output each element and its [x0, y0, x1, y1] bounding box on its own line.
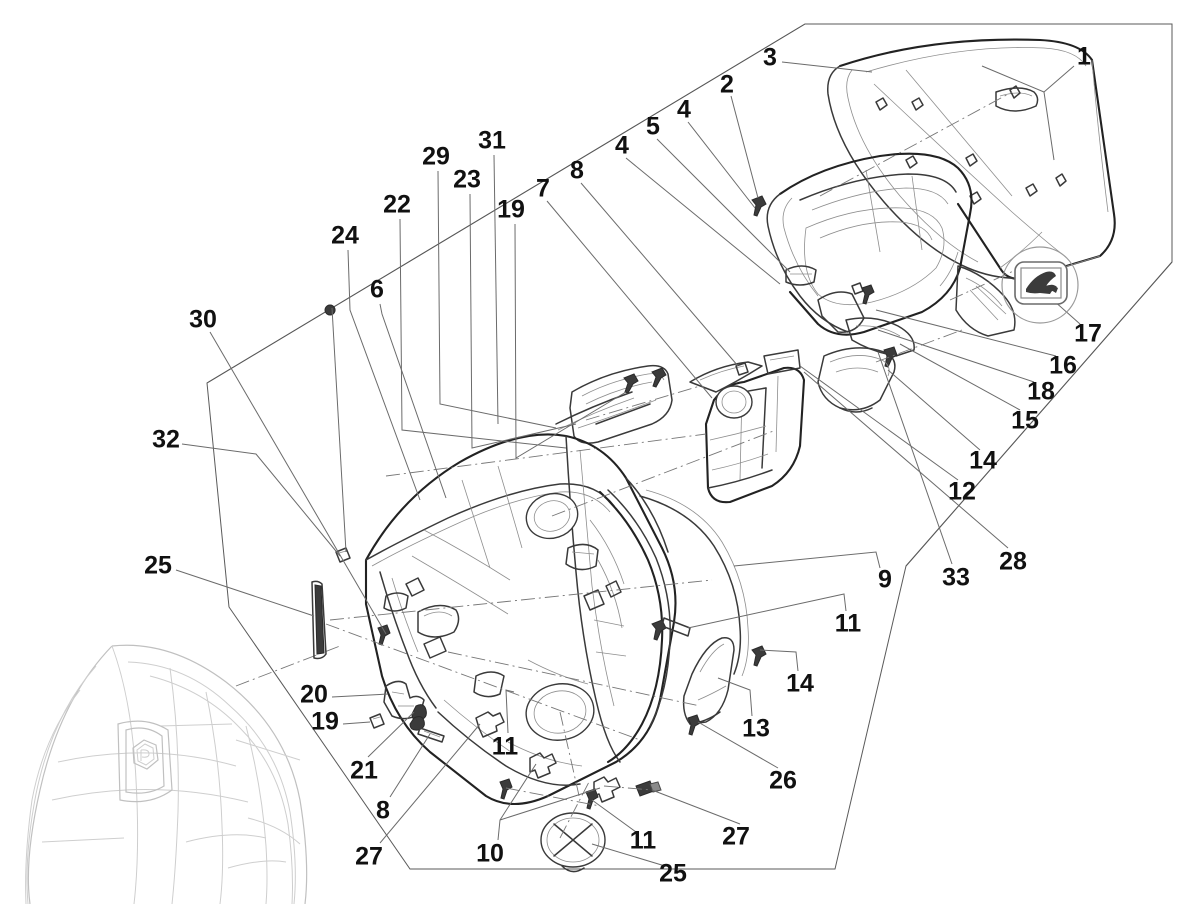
callout-label-11: 11 — [834, 609, 862, 638]
callout-label-6: 6 — [370, 275, 384, 304]
callout-label-9: 9 — [878, 565, 892, 594]
callout-label-28: 28 — [999, 547, 1027, 576]
callout-label-18: 18 — [1027, 377, 1055, 406]
callout-label-10: 10 — [476, 839, 504, 868]
callout-label-23: 23 — [453, 165, 481, 194]
callout-label-27: 27 — [722, 822, 750, 851]
callout-label-25: 25 — [659, 859, 687, 888]
callout-label-31: 31 — [478, 126, 506, 155]
callout-label-19: 19 — [497, 195, 525, 224]
callout-label-26: 26 — [769, 766, 797, 795]
callout-label-8: 8 — [570, 156, 584, 185]
callout-label-27: 27 — [355, 842, 383, 871]
callout-label-12: 12 — [948, 477, 976, 506]
part-14-cup-holder — [817, 347, 896, 413]
diagram-boundary-polygon — [206, 23, 1173, 870]
callout-label-11: 11 — [491, 732, 519, 761]
part-11-screws — [651, 617, 691, 641]
part-32-clip — [335, 547, 351, 563]
part-3-compartment-liner — [766, 152, 1016, 337]
callout-label-15: 15 — [1011, 406, 1039, 435]
detail-circle-17 — [1001, 246, 1079, 324]
callout-label-30: 30 — [189, 305, 217, 334]
callout-label-14: 14 — [969, 446, 997, 475]
fasteners-bottom — [499, 645, 767, 873]
callout-label-4: 4 — [677, 95, 691, 124]
part-25-seal-strip — [311, 580, 327, 660]
part-30-screw — [377, 624, 391, 646]
callout-label-2: 2 — [720, 70, 734, 99]
callout-label-16: 16 — [1049, 351, 1077, 380]
parts-20-19-21-8-bottomleft — [369, 680, 505, 743]
part-12-storage-pocket — [689, 349, 806, 504]
callout-label-29: 29 — [422, 142, 450, 171]
part-23-31-frame — [569, 364, 673, 444]
part-25-cup-holder-insert — [540, 812, 606, 873]
callout-label-32: 32 — [152, 425, 180, 454]
assembly-centerlines — [325, 91, 1021, 839]
part-1-helmet-compartment-lid — [827, 38, 1116, 280]
part-8-clip-upper — [735, 362, 749, 376]
part-9-cable — [639, 489, 749, 677]
callout-label-1: 1 — [1077, 42, 1091, 71]
callout-label-11: 11 — [629, 826, 657, 855]
callout-label-20: 20 — [300, 680, 328, 709]
ghosted-front-fairing — [25, 644, 308, 904]
part-6-glovebox-main-body — [364, 433, 677, 805]
callout-label-14: 14 — [786, 669, 814, 698]
callout-label-25: 25 — [144, 551, 172, 580]
callout-label-7: 7 — [536, 174, 550, 203]
callout-label-3: 3 — [763, 43, 777, 72]
part-2-screw — [751, 195, 767, 217]
callout-label-21: 21 — [350, 756, 378, 785]
callout-label-13: 13 — [742, 714, 770, 743]
callout-label-33: 33 — [942, 563, 970, 592]
callout-label-4: 4 — [615, 131, 629, 160]
callout-label-22: 22 — [383, 190, 411, 219]
brand-emblem-icon — [132, 739, 159, 770]
callout-label-5: 5 — [646, 112, 660, 141]
callout-label-24: 24 — [331, 221, 359, 250]
part-15-18-16-bracket-group — [817, 284, 915, 368]
callout-label-8: 8 — [376, 796, 390, 825]
callout-label-19: 19 — [311, 707, 339, 736]
callout-label-17: 17 — [1074, 319, 1102, 348]
leader-lines — [175, 61, 1081, 867]
